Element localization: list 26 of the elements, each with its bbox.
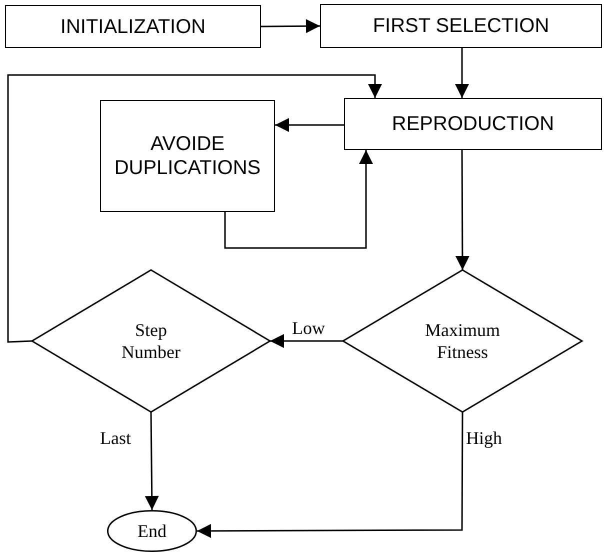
arrow <box>224 150 373 249</box>
edge-label: Low <box>292 318 325 339</box>
node-text: End <box>138 520 166 542</box>
node-text: FIRST SELECTION <box>372 14 550 38</box>
edge-label: Last <box>100 428 131 449</box>
arrow <box>455 48 469 98</box>
arrow <box>197 412 464 538</box>
arrow <box>261 19 320 34</box>
decision-diamond <box>32 270 270 412</box>
edge-label: High <box>466 428 502 449</box>
node-text: Step Number <box>120 318 182 364</box>
terminal-ellipse <box>107 510 197 552</box>
process-box <box>100 100 275 212</box>
node-text: AVOIDE DUPLICATIONS <box>113 132 262 180</box>
arrow <box>7 74 382 343</box>
arrow <box>144 412 159 510</box>
node-text: REPRODUCTION <box>392 112 554 136</box>
process-box <box>5 5 261 48</box>
arrow <box>455 150 470 270</box>
decision-diamond <box>343 270 582 412</box>
arrow <box>270 334 343 348</box>
node-text: INITIALIZATION <box>60 14 206 38</box>
process-box <box>344 98 602 150</box>
arrow <box>275 118 344 132</box>
node-text: Maximum Fitness <box>424 318 501 364</box>
process-box <box>320 4 602 48</box>
